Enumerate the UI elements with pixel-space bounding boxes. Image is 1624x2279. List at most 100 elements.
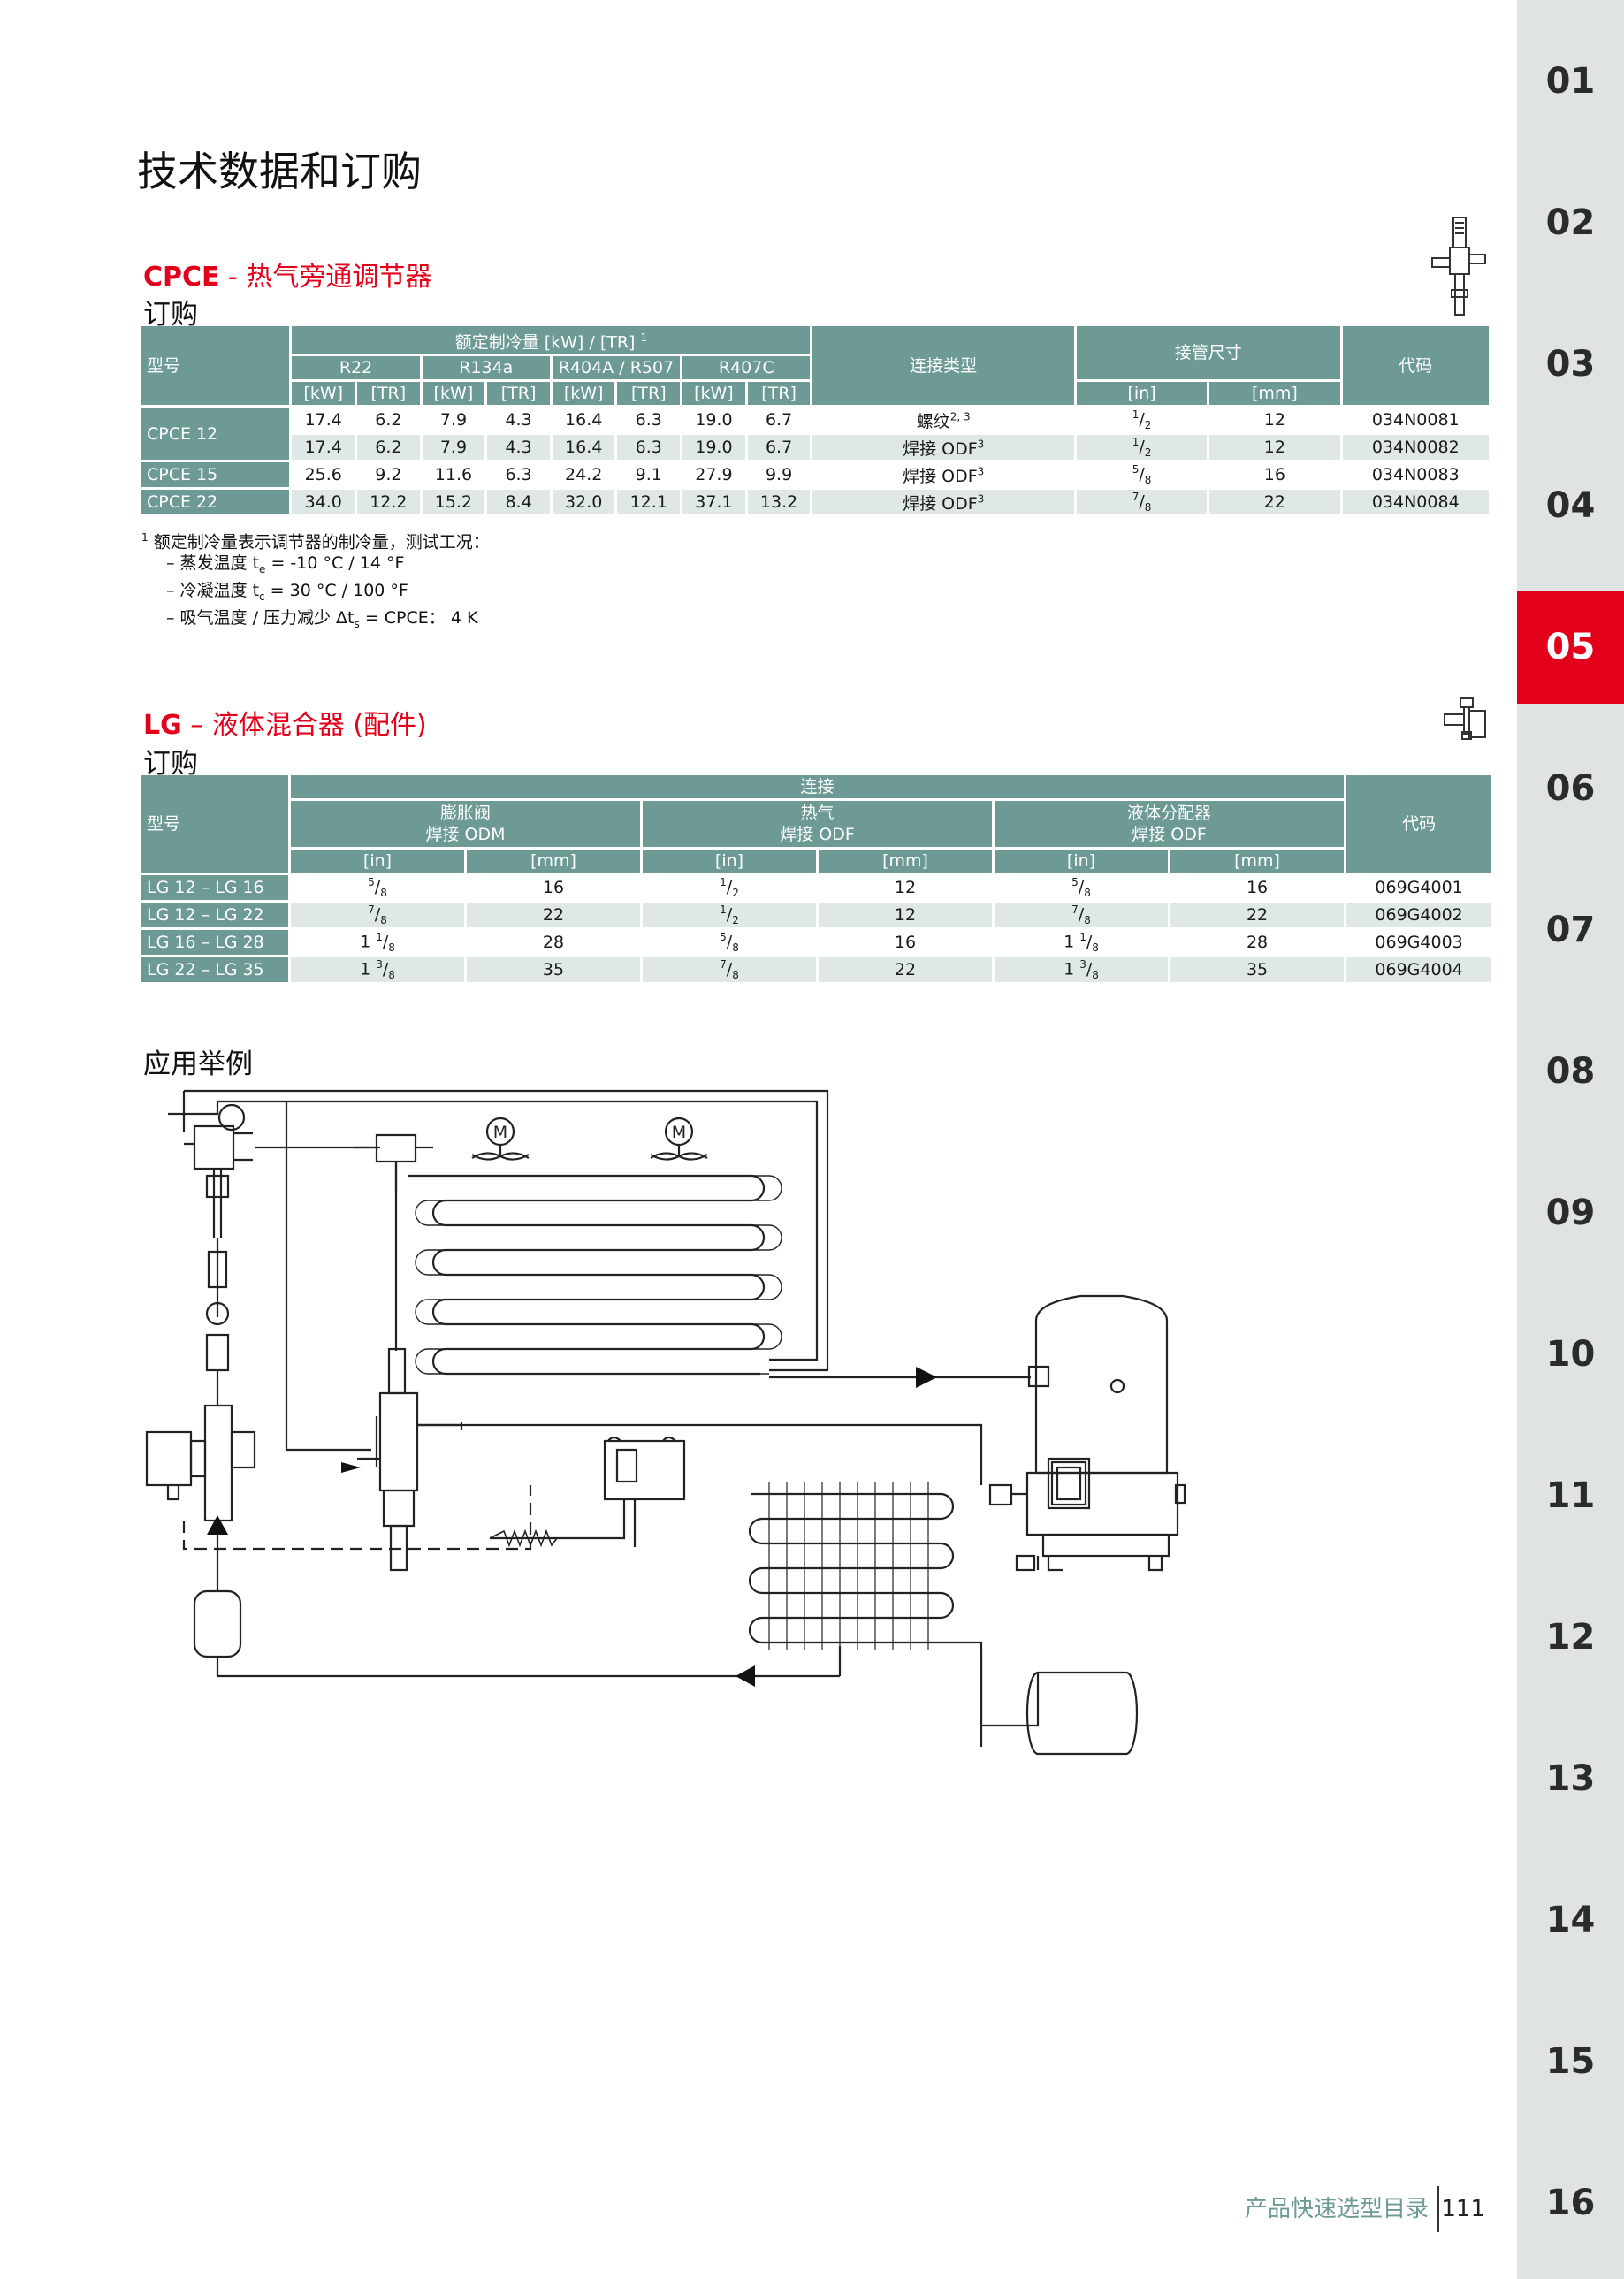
cpce-capacity-cell: 37.1 xyxy=(682,490,745,515)
lg-size-in-cell: 5/8 xyxy=(720,930,739,955)
cpce-connection-cell: 焊接 ODF3 xyxy=(812,490,1074,515)
evaporator-fan-motor-label: M xyxy=(672,1123,686,1142)
lg-header-code: 代码 xyxy=(1346,775,1492,873)
lg-size-in-cell: 1 3/8 xyxy=(995,957,1168,982)
cpce-capacity-cell: 6.2 xyxy=(357,435,420,461)
chapter-tab-12[interactable]: 12 xyxy=(1545,1617,1596,1658)
cpce-connection-cell: 焊接 ODF3 xyxy=(812,435,1074,461)
lg-unit-in: [in] xyxy=(291,850,464,873)
lg-code-cell: 069G4001 xyxy=(1375,878,1463,897)
chapter-tab-07[interactable]: 07 xyxy=(1545,910,1596,950)
lg-unit-mm: [mm] xyxy=(467,850,640,873)
cpce-capacity-cell: 7.9 xyxy=(422,435,485,461)
chapter-tab-05[interactable]: 05 xyxy=(1517,591,1624,704)
chapter-tab-08[interactable]: 08 xyxy=(1545,1051,1596,1092)
chapter-tab-04[interactable]: 04 xyxy=(1545,485,1596,526)
cpce-header-model: 型号 xyxy=(141,326,290,406)
lg-size-mm-cell: 16 xyxy=(894,933,917,952)
lg-section-title: LG – 液体混合器 (配件) xyxy=(143,703,427,742)
chapter-tab-02[interactable]: 02 xyxy=(1545,202,1596,243)
cpce-unit-kw: [kW] xyxy=(682,382,745,406)
lg-title-code: LG xyxy=(143,710,182,741)
cpce-title-code: CPCE xyxy=(143,262,220,293)
cpce-capacity-cell: 16.4 xyxy=(552,435,615,461)
lg-size-mm-cell: 28 xyxy=(542,933,565,952)
lg-header-connection: 连接 xyxy=(291,775,1345,798)
cpce-capacity-cell: 16.4 xyxy=(565,410,603,431)
footnote-1: 1 额定制冷量表示调节器的制冷量，测试工况： xyxy=(141,531,490,553)
cpce-title-rest: - 热气旁通调节器 xyxy=(219,262,432,293)
lg-size-in-cell: 1 3/8 xyxy=(291,957,464,982)
cpce-model-cell: CPCE 12 xyxy=(141,408,290,461)
lg-size-mm-cell: 22 xyxy=(467,903,640,927)
lg-code-cell: 069G4002 xyxy=(1346,903,1492,927)
evaporator-fan-motor-label: M xyxy=(493,1123,507,1142)
chapter-tab-06[interactable]: 06 xyxy=(1545,768,1596,809)
cpce-size-in-cell: 1/2 xyxy=(1132,408,1152,432)
application-example-title: 应用举例 xyxy=(143,1048,253,1080)
lg-size-mm-cell: 12 xyxy=(819,903,992,927)
lg-header-distributor: 液体分配器焊接 ODF xyxy=(995,801,1345,847)
cpce-capacity-cell: 17.4 xyxy=(304,410,342,431)
cpce-capacity-cell: 15.2 xyxy=(422,490,485,515)
chapter-tab-14[interactable]: 14 xyxy=(1545,1900,1596,1940)
chapter-tab-15[interactable]: 15 xyxy=(1545,2041,1596,2082)
chapter-tab-03[interactable]: 03 xyxy=(1545,344,1596,385)
cpce-unit-kw: [kW] xyxy=(292,382,355,406)
cpce-capacity-cell: 34.0 xyxy=(292,490,355,515)
cpce-capacity-cell: 19.0 xyxy=(682,435,745,461)
lg-code-cell: 069G4004 xyxy=(1346,957,1492,982)
lg-code-cell: 069G4003 xyxy=(1375,933,1463,952)
cpce-capacity-cell: 13.2 xyxy=(747,490,811,515)
cpce-unit-tr: [TR] xyxy=(617,382,681,406)
cpce-unit-tr: [TR] xyxy=(357,382,420,406)
footer-catalog-title: 产品快速选型目录 xyxy=(1244,2196,1429,2222)
cpce-model-cell: CPCE 15 xyxy=(141,462,290,488)
cpce-capacity-cell: 12.1 xyxy=(617,490,681,515)
cpce-header-code: 代码 xyxy=(1342,326,1489,406)
page-number: 111 xyxy=(1441,2196,1485,2222)
lg-size-mm-cell: 22 xyxy=(1170,903,1345,927)
chapter-tab-01[interactable]: 01 xyxy=(1545,61,1596,102)
cpce-header-refrigerant: R22 xyxy=(292,356,420,380)
cpce-capacity-cell: 12.2 xyxy=(357,490,420,515)
cpce-capacity-cell: 9.9 xyxy=(765,465,793,485)
cpce-connection-cell: 螺纹2, 3 xyxy=(916,410,971,431)
cpce-capacity-cell: 17.4 xyxy=(292,435,355,461)
lg-size-in-cell: 7/8 xyxy=(643,957,816,982)
lg-size-in-cell: 1 1/8 xyxy=(360,930,395,955)
cpce-capacity-cell: 6.3 xyxy=(635,410,662,431)
cpce-unit-kw: [kW] xyxy=(552,382,615,406)
cpce-capacity-cell: 9.1 xyxy=(635,465,662,485)
lg-size-mm-cell: 12 xyxy=(894,878,917,897)
lg-model-cell: LG 12 – LG 16 xyxy=(141,875,288,900)
cpce-header-refrigerant: R134a xyxy=(422,356,550,380)
chapter-tab-09[interactable]: 09 xyxy=(1545,1193,1596,1233)
lg-size-in-cell: 5/8 xyxy=(1071,875,1091,900)
lg-size-mm-cell: 16 xyxy=(542,878,565,897)
cpce-capacity-cell: 6.7 xyxy=(747,435,811,461)
lg-size-mm-cell: 16 xyxy=(1246,878,1269,897)
chapter-tab-13[interactable]: 13 xyxy=(1545,1758,1596,1799)
cpce-size-in-cell: 7/8 xyxy=(1076,490,1208,515)
chapter-tab-11[interactable]: 11 xyxy=(1545,1475,1596,1516)
lg-ordering-table: 型号 连接 代码 膨胀阀焊接 ODM 热气焊接 ODF 液体分配器焊接 ODF … xyxy=(139,773,1494,985)
cpce-header-pipe-size: 接管尺寸 xyxy=(1076,326,1340,380)
cpce-capacity-cell: 11.6 xyxy=(434,465,473,485)
footnote-suction: – 吸气温度 / 压力减少 Δts = CPCE： 4 K xyxy=(166,607,478,630)
cpce-capacity-cell: 27.9 xyxy=(695,465,733,485)
lg-size-in-cell: 7/8 xyxy=(995,903,1168,927)
cpce-code-cell: 034N0082 xyxy=(1342,435,1489,461)
chapter-tabs: 01 02 03 04 05 06 07 08 09 10 11 12 13 14 15 16 xyxy=(1517,0,1624,2279)
lg-ordering-subtitle: 订购 xyxy=(143,748,198,780)
lg-unit-mm: [mm] xyxy=(1170,850,1345,873)
lg-size-in-cell: 1/2 xyxy=(720,875,739,900)
lg-size-mm-cell: 28 xyxy=(1246,933,1269,952)
chapter-tab-10[interactable]: 10 xyxy=(1545,1334,1596,1375)
chapter-tab-16[interactable]: 16 xyxy=(1545,2183,1596,2223)
lg-model-cell: LG 12 – LG 22 xyxy=(141,903,288,927)
